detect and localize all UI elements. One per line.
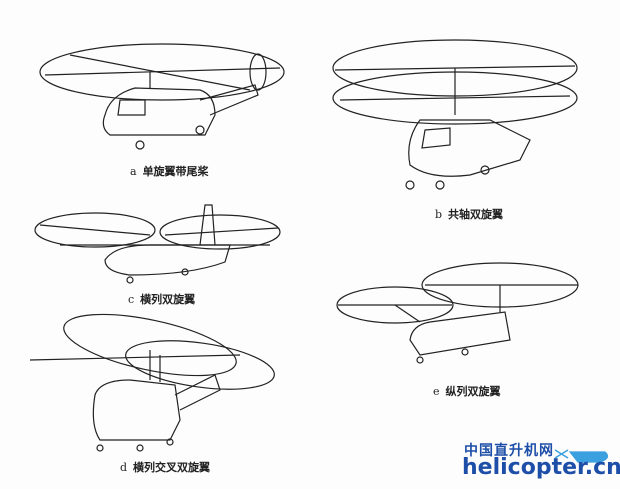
caption-b: b 共轴双旋翼 <box>435 206 503 222</box>
watermark-chinese: 中国直升机网 <box>464 443 554 459</box>
caption-letter: d <box>120 461 128 474</box>
caption-text: 横列交叉双旋翼 <box>133 461 211 474</box>
helicopter-c-side-by-side <box>34 204 281 284</box>
caption-a: a 单旋翼带尾桨 <box>130 163 209 179</box>
helicopter-e-tandem <box>336 262 579 364</box>
helicopter-d-intermeshing <box>29 313 275 452</box>
caption-letter: a <box>130 165 137 178</box>
caption-text: 单旋翼带尾桨 <box>142 165 209 178</box>
helicopter-a-single-rotor <box>39 43 285 150</box>
helicopter-b-coaxial <box>332 39 578 190</box>
caption-text: 横列双旋翼 <box>140 293 196 306</box>
caption-c: c 横列双旋翼 <box>128 291 195 307</box>
caption-letter: c <box>128 293 135 306</box>
caption-d: d 横列交叉双旋翼 <box>120 459 210 475</box>
watermark-domain: helicopter.cn <box>462 455 620 480</box>
caption-text: 纵列双旋翼 <box>445 385 501 398</box>
watermark-helicopter-icon <box>554 449 609 463</box>
caption-e: e 纵列双旋翼 <box>433 383 501 399</box>
caption-text: 共轴双旋翼 <box>448 208 504 221</box>
caption-letter: e <box>433 385 440 398</box>
caption-letter: b <box>435 208 443 221</box>
